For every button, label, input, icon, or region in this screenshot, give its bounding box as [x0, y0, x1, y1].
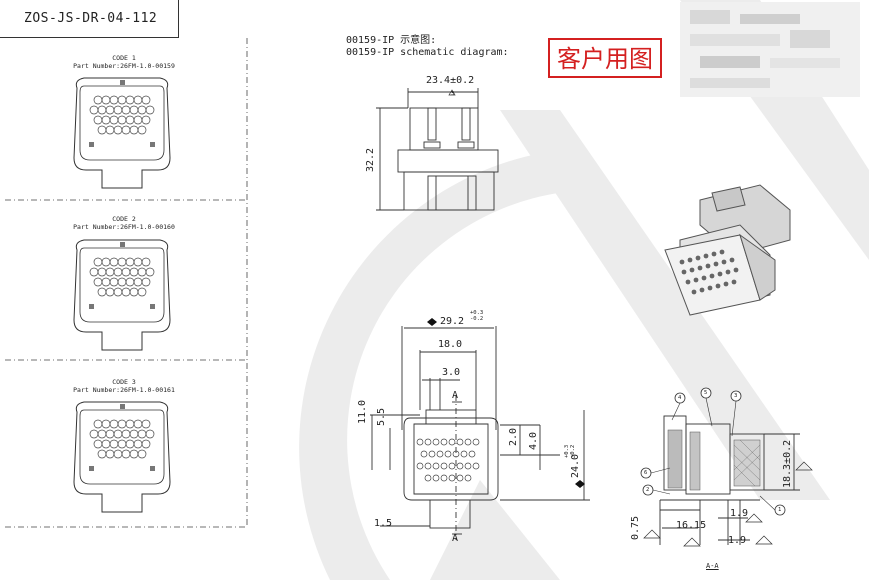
- dim-section-16-15: 16.15: [676, 520, 707, 531]
- balloon-5: 5: [704, 390, 708, 396]
- dim-section-18-3: 18.3±0.2: [782, 439, 793, 488]
- dim-pitch-3: 3.0: [442, 367, 461, 378]
- redacted-area: [680, 2, 860, 97]
- document-title: ZOS-JS-DR-04-112: [0, 0, 179, 38]
- balloon-4: 4: [678, 395, 682, 401]
- code-1-label: CODE 1 Part Number:26FM-1.0-00159: [4, 54, 244, 70]
- dim-section-1-9-a: 1.9: [730, 508, 749, 519]
- code-1-title: CODE 1: [112, 54, 136, 62]
- dim-1-5: 1.5: [374, 518, 393, 529]
- balloon-3: 3: [734, 393, 738, 399]
- code-3-part-number: Part Number:26FM-1.0-00161: [73, 386, 175, 394]
- dim-section-0-75: 0.75: [630, 515, 641, 540]
- dim-section-1-9-b: 1.9: [728, 535, 747, 546]
- section-label: A-A: [706, 562, 719, 570]
- schematic-caption-en: 00159-IP schematic diagram:: [346, 47, 509, 58]
- dim-width-front: 29.2: [440, 316, 465, 327]
- dim-width-front-tolerance: +0.3 -0.2: [470, 310, 484, 322]
- code-2-part-number: Part Number:26FM-1.0-00160: [73, 223, 175, 231]
- code-1-part-number: Part Number:26FM-1.0-00159: [73, 62, 175, 70]
- code-3-label: CODE 3 Part Number:26FM-1.0-00161: [4, 378, 244, 394]
- section-marker-top: A: [452, 390, 459, 401]
- balloon-2: 2: [646, 487, 650, 493]
- code-2-title: CODE 2: [112, 215, 136, 223]
- schematic-caption: 00159-IP 示意图: 00159-IP schematic diagram…: [346, 35, 509, 59]
- balloon-6: 6: [644, 470, 648, 476]
- schematic-caption-cn: 00159-IP 示意图:: [346, 35, 437, 46]
- customer-drawing-stamp: 客户用图: [548, 38, 662, 78]
- code-2-label: CODE 2 Part Number:26FM-1.0-00160: [4, 215, 244, 231]
- section-marker-bottom: A: [452, 533, 459, 544]
- note-mark-top: 3: [451, 91, 455, 97]
- dim-width-top: 23.4±0.2: [426, 75, 475, 86]
- dim-inner-18: 18.0: [438, 339, 463, 350]
- code-3-title: CODE 3: [112, 378, 136, 386]
- balloon-1: 1: [778, 507, 782, 513]
